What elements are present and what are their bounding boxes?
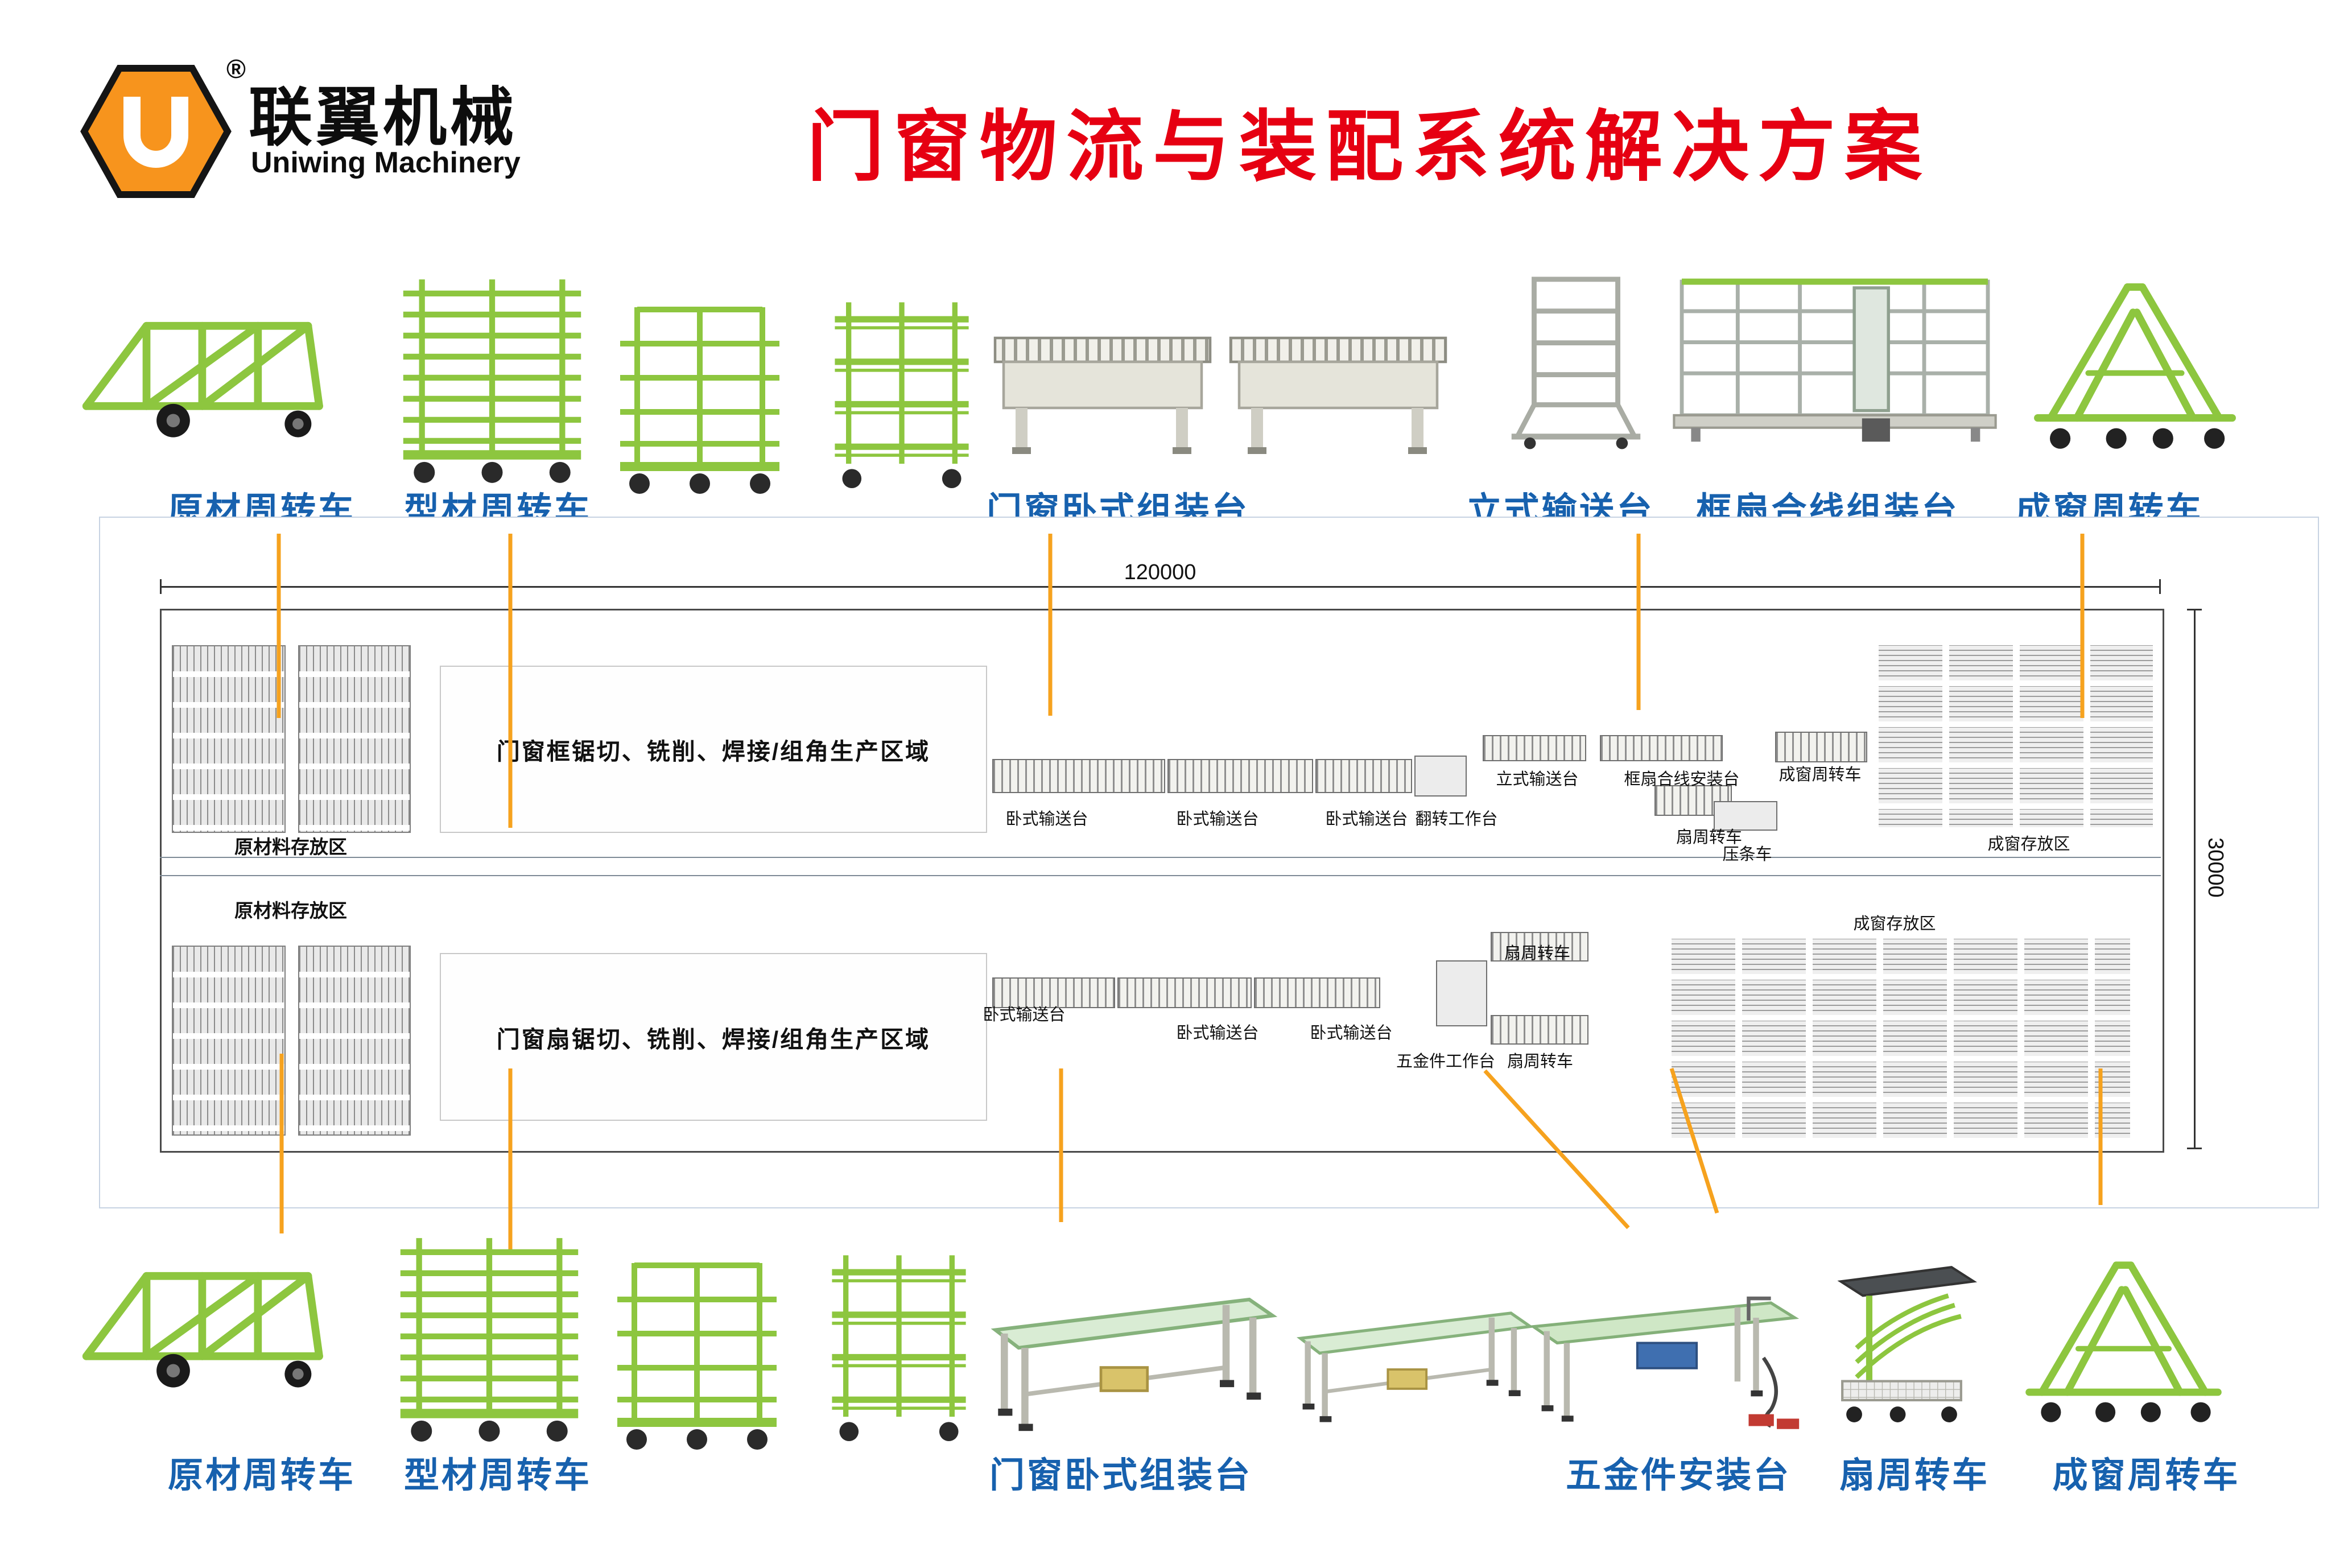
profile-rack-cart-2-image xyxy=(603,1252,791,1456)
raw-material-cart-image xyxy=(80,1237,347,1408)
flip-worktable-block xyxy=(1414,756,1467,797)
finished-rack-area xyxy=(1665,933,2130,1138)
horizontal-assembly-table-image xyxy=(984,290,1456,478)
plan-label: 卧式输送台 xyxy=(1005,810,1088,828)
sash-cart-block xyxy=(1491,932,1588,962)
label-horizontal-assembly-table: 门窗卧式组装台 xyxy=(989,1456,1252,1495)
dimension-line-height xyxy=(2194,609,2196,1149)
label-profile-cart: 型材周转车 xyxy=(403,1456,592,1495)
label-sash-cart: 扇周转车 xyxy=(1839,1456,1990,1495)
sash-production-area: 门窗扇锯切、铣削、焊接/组角生产区域 xyxy=(440,953,987,1121)
conveyor-strip xyxy=(1167,759,1313,793)
corridor-line xyxy=(160,875,2161,876)
assembly-table-1-image xyxy=(984,1260,1280,1448)
conveyor-strip xyxy=(1117,977,1252,1008)
plan-label: 五金件工作台 xyxy=(1396,1053,1496,1071)
plan-label: 卧式输送台 xyxy=(1325,810,1408,828)
storage-rack-block xyxy=(172,645,286,833)
assembly-table-2-image xyxy=(1291,1280,1536,1437)
conveyor-strip xyxy=(1254,977,1380,1008)
dimension-height-value: 30000 xyxy=(2203,831,2227,905)
shelf-cart-image xyxy=(822,287,981,498)
plan-label: 扇周转车 xyxy=(1507,1053,1574,1071)
finished-storage-label-bottom: 成窗存放区 xyxy=(1853,915,1936,933)
dimension-tick xyxy=(2187,1148,2202,1149)
plan-label: 压条车 xyxy=(1722,845,1772,864)
corridor-line xyxy=(160,857,2161,858)
dimension-tick xyxy=(2159,579,2161,594)
plan-label: 卧式输送台 xyxy=(1176,810,1259,828)
profile-rack-cart-image xyxy=(387,267,597,495)
raw-storage-label-bottom: 原材料存放区 xyxy=(234,900,347,921)
plan-label: 卧式输送台 xyxy=(983,1006,1066,1024)
dimension-tick xyxy=(160,579,162,594)
sash-transfer-cart-image xyxy=(1818,1255,1986,1437)
plan-label: 立式输送台 xyxy=(1496,770,1579,789)
finished-window-cart-image xyxy=(2023,270,2247,467)
registered-mark: ® xyxy=(226,54,246,84)
conveyor-strip xyxy=(992,759,1165,793)
raw-storage-label-top: 原材料存放区 xyxy=(234,836,347,857)
dimension-line-width xyxy=(160,586,2161,588)
plan-label: 卧式输送台 xyxy=(1310,1024,1393,1042)
label-hardware-install-table: 五金件安装台 xyxy=(1565,1456,1791,1495)
sash-cart-block xyxy=(1491,1015,1588,1045)
finished-cart-block xyxy=(1775,732,1867,762)
plan-label: 成窗周转车 xyxy=(1779,766,1862,784)
frame-sash-assembly-machine-image xyxy=(1667,265,2003,467)
hardware-installation-table-image xyxy=(1525,1269,1809,1439)
label-raw-material-cart: 原材周转车 xyxy=(167,1456,356,1495)
dimension-width-value: 120000 xyxy=(1115,560,1206,585)
storage-rack-block xyxy=(172,946,286,1136)
plan-label: 扇周转车 xyxy=(1504,944,1571,963)
label-finished-window-cart: 成窗周转车 xyxy=(2052,1456,2240,1495)
brand-name: 联翼机械 xyxy=(249,82,517,153)
raw-material-cart-image xyxy=(80,287,347,458)
frame-production-area: 门窗框锯切、铣削、焊接/组角生产区域 xyxy=(440,666,987,833)
storage-rack-block xyxy=(298,946,411,1136)
vertical-conveyor-image xyxy=(1505,267,1647,455)
shelf-cart-image xyxy=(819,1237,979,1454)
vertical-conveyor-block xyxy=(1483,735,1586,761)
plan-label: 翻转工作台 xyxy=(1415,810,1498,828)
hardware-worktable-block xyxy=(1436,960,1487,1026)
brand-subtitle: Uniwing Machinery xyxy=(251,146,521,179)
page-title: 门窗物流与装配系统解决方案 xyxy=(807,104,1931,190)
profile-rack-cart-image xyxy=(384,1220,595,1459)
dimension-tick xyxy=(2187,609,2202,610)
frame-sash-install-block xyxy=(1600,735,1723,761)
plan-label: 框扇合线安装台 xyxy=(1624,770,1740,789)
plan-label: 卧式输送台 xyxy=(1176,1024,1259,1042)
logo-hexagon-icon xyxy=(80,65,232,198)
storage-rack-block xyxy=(298,645,411,833)
bead-cart-block xyxy=(1714,801,1777,831)
finished-storage-label-top: 成窗存放区 xyxy=(1987,835,2070,853)
finished-window-cart-image xyxy=(2014,1249,2233,1439)
finished-rack-area xyxy=(1872,639,2153,827)
profile-rack-cart-2-image xyxy=(606,296,794,501)
plan-label: 扇周转车 xyxy=(1676,828,1743,847)
conveyor-strip xyxy=(992,977,1115,1008)
conveyor-strip xyxy=(1315,759,1412,793)
